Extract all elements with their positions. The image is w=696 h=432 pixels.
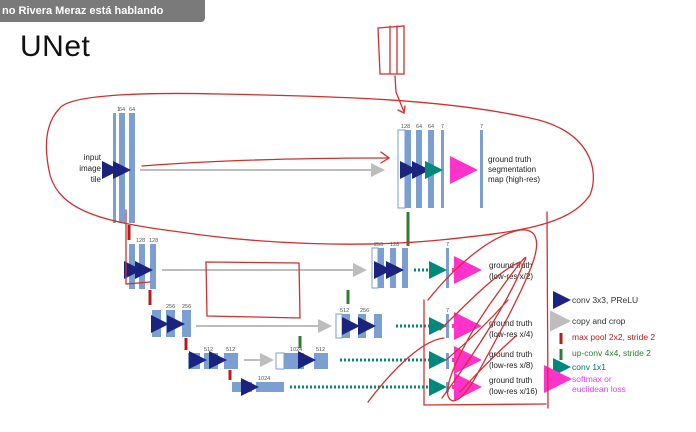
channel-label: 64 xyxy=(416,124,422,130)
legend-item: conv 1x1 xyxy=(572,362,606,372)
channel-label: 128 xyxy=(390,242,399,248)
red-annotations xyxy=(45,25,594,409)
legend-item: softmax or xyxy=(572,374,612,384)
ground-truth-label: ground truth xyxy=(489,376,532,385)
annotation-loop xyxy=(45,92,594,245)
channel-label: 7 xyxy=(446,242,449,248)
channel-label: 256 xyxy=(374,242,383,248)
channel-label: 64 xyxy=(129,107,135,113)
channel-label: 128 xyxy=(149,238,158,244)
ground-truth-label: segmentation xyxy=(488,165,536,174)
channel-label: 256 xyxy=(360,308,369,314)
channel-label: 64 xyxy=(119,107,125,113)
level-5-bottleneck xyxy=(232,373,482,401)
ground-truth-label: (low-res x/16) xyxy=(489,387,538,396)
channel-label: 512 xyxy=(340,308,349,314)
ground-truth-label: map (high-res) xyxy=(488,175,540,184)
ground-truth-label: ground truth xyxy=(488,155,531,164)
channel-label: 1024 xyxy=(258,376,270,382)
legend-item: max pool 2x2, stride 2 xyxy=(572,332,655,342)
channel-label: 7 xyxy=(441,124,444,130)
input-label: tile xyxy=(91,175,102,184)
channel-label: 64 xyxy=(428,124,434,130)
ground-truth-label: (low-res x/2) xyxy=(489,272,533,281)
level-2-decoder xyxy=(371,247,482,289)
channel-label: 512 xyxy=(226,347,235,353)
level-3-encoder xyxy=(151,310,191,337)
legend-item: euclidean loss xyxy=(572,384,626,394)
legend-item: conv 3x3, PReLU xyxy=(572,295,638,305)
channel-label: 128 xyxy=(401,124,410,130)
channel-label: 1024 xyxy=(290,347,302,353)
channel-label: 128 xyxy=(136,238,145,244)
slide-title: UNet xyxy=(20,30,91,63)
level-4 xyxy=(188,346,482,374)
channel-label: 7 xyxy=(446,308,449,314)
channel-label: 512 xyxy=(316,347,325,353)
speaker-banner: no Rivera Meraz está hablando xyxy=(0,0,205,22)
level-2-encoder xyxy=(124,244,156,289)
ground-truth-label: (low-res x/8) xyxy=(489,361,533,370)
channel-label: 7 xyxy=(480,124,483,130)
ground-truth-label: ground truth xyxy=(489,350,532,359)
level-3-decoder xyxy=(335,312,482,340)
input-label: input xyxy=(84,153,102,162)
channel-label: 256 xyxy=(182,304,191,310)
ground-truth-label: (low-res x/4) xyxy=(489,330,533,339)
channel-label: 1 xyxy=(117,107,120,113)
legend-item: copy and crop xyxy=(572,316,626,326)
channel-label: 256 xyxy=(166,304,175,310)
level-1-encoder xyxy=(102,113,135,223)
level-1-decoder xyxy=(397,129,483,209)
input-label: image xyxy=(79,164,101,173)
ground-truth-label: ground truth xyxy=(489,261,532,270)
legend-item: up-conv 4x4, stride 2 xyxy=(572,348,651,358)
ground-truth-label: ground truth xyxy=(489,319,532,328)
legend xyxy=(544,291,572,393)
channel-label: 512 xyxy=(204,347,213,353)
